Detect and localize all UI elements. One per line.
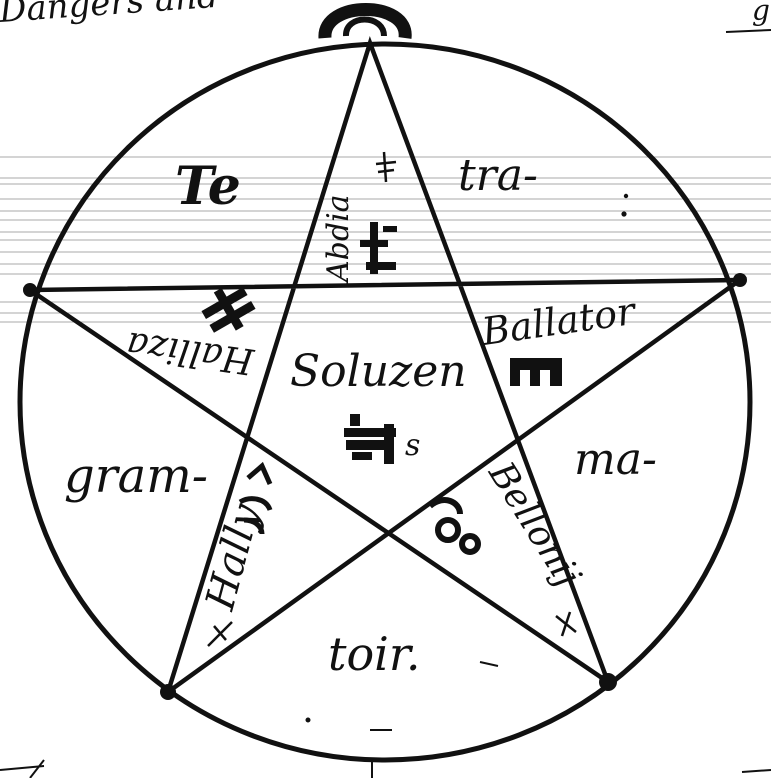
word-tra: tra-	[458, 150, 538, 201]
lower-left-cross-mark-icon	[208, 622, 232, 646]
point-name-abdia: Abdia	[321, 194, 356, 285]
lower-right-sigil-icon	[430, 500, 478, 552]
top-sigil-icon	[360, 222, 397, 274]
word-toir: toir.	[328, 627, 420, 681]
center-sigil-icon	[344, 414, 396, 464]
word-ma: ma-	[574, 434, 657, 485]
point-name-ballator: Ballator	[478, 289, 640, 355]
center-word-soluzen: Soluzen	[290, 346, 467, 397]
corner-glyph: g	[752, 0, 770, 27]
header-underline	[726, 30, 771, 32]
word-te: Te	[175, 156, 241, 217]
lower-right-cross-mark-icon	[556, 612, 576, 636]
header-partial-text: Dangers and	[0, 0, 220, 31]
center-sigil-suffix: s	[405, 428, 420, 463]
point-name-bellonij: Bellonij	[480, 454, 589, 594]
hanging-ring-icon	[325, 10, 405, 39]
point-name-halliza: Halliza	[124, 323, 257, 382]
word-gram: gram-	[64, 448, 208, 504]
right-sigil-icon	[510, 358, 562, 386]
